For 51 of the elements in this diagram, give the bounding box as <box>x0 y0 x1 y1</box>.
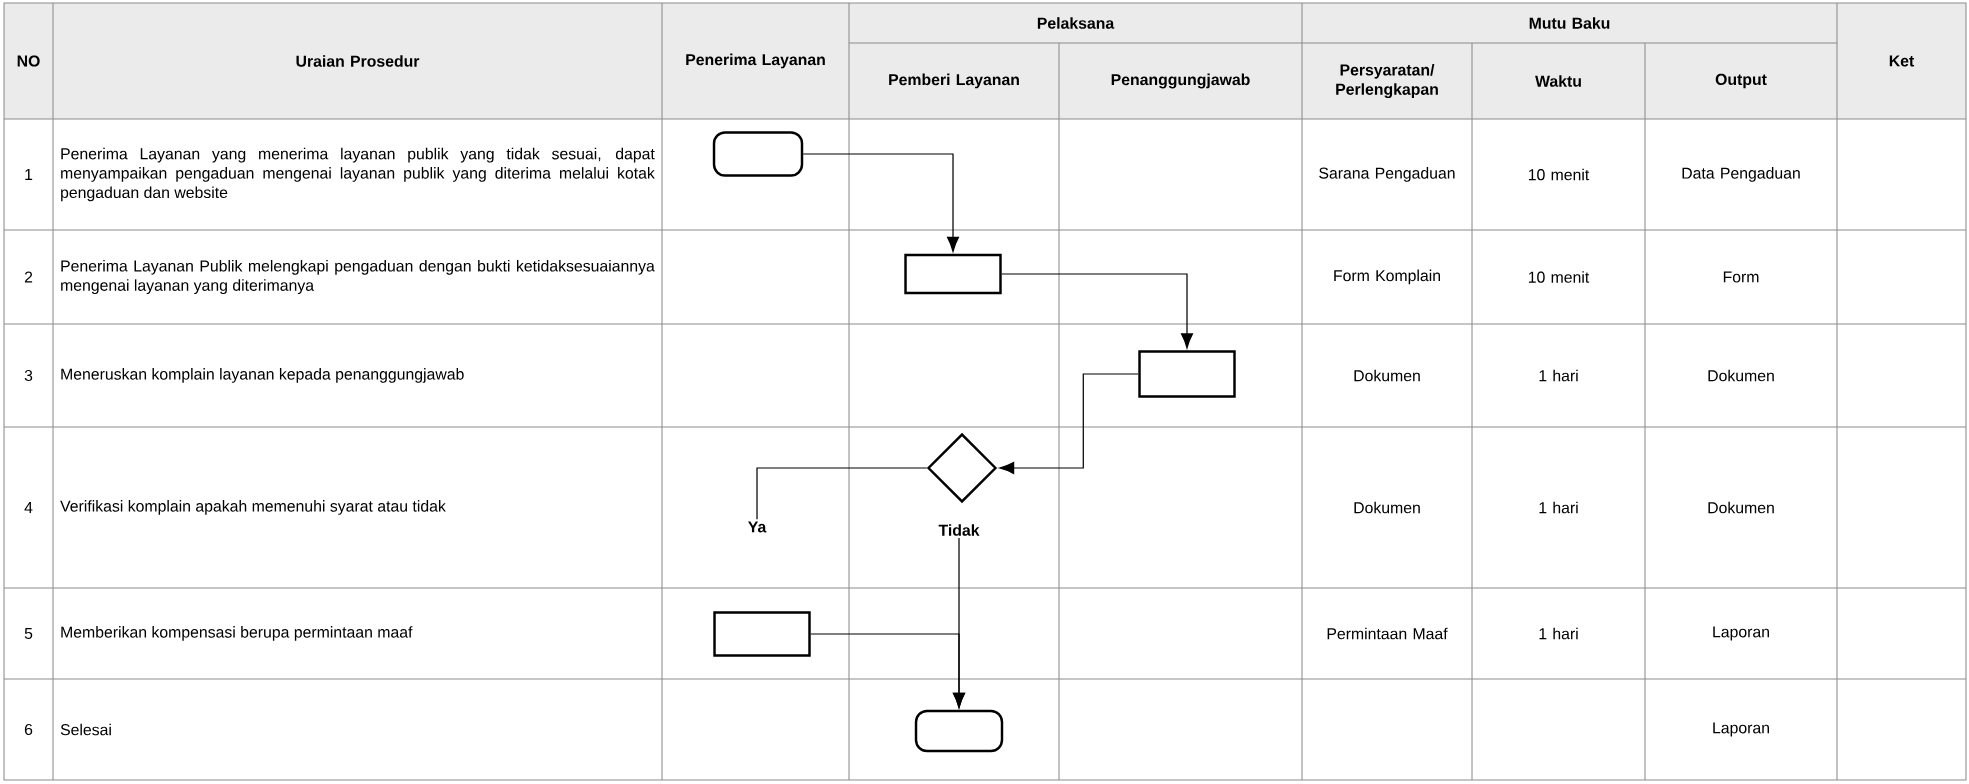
cell-text: 4 <box>24 502 33 513</box>
cell-text: Permintaan Maaf <box>1327 627 1448 640</box>
arrow <box>1001 273 1194 349</box>
procedure-text: Memberikan kompensasi berupa permintaan maaf <box>61 626 413 641</box>
cell-text: Dokumen <box>1708 501 1774 514</box>
cell-text: 10 menit <box>1528 168 1590 181</box>
column-header: Uraian Prosedur <box>296 55 420 67</box>
terminator-box <box>914 709 1004 753</box>
column-header: Persyaratan/ Perlengkapan <box>1336 63 1438 99</box>
column-header: Pemberi Layanan <box>889 73 1019 89</box>
column-header: Waktu <box>1535 75 1581 87</box>
column-header: Output <box>1715 73 1767 89</box>
cell-text: 1 <box>25 169 33 180</box>
procedure-text: Selesai <box>60 723 111 736</box>
column-header: Penerima Layanan <box>686 53 825 69</box>
cell-text: 1 hari <box>1539 369 1578 382</box>
branch-label: Tidak <box>938 524 980 536</box>
cell-text: Laporan <box>1713 722 1769 737</box>
cell-text: 6 <box>24 723 33 736</box>
column-header: Penanggungjawab <box>1111 73 1250 89</box>
cell-text: Form <box>1723 271 1759 283</box>
process-box <box>1138 350 1236 398</box>
cell-text: 1 hari <box>1539 501 1578 514</box>
arrow <box>810 633 966 708</box>
column-header: Pelaksana <box>1037 17 1115 29</box>
process-box <box>904 253 1002 295</box>
cell-text: Laporan <box>1713 626 1769 641</box>
column-header: Ket <box>1889 55 1915 67</box>
cell-text: Dokumen <box>1708 369 1774 382</box>
cell-text: 2 <box>24 271 33 283</box>
process-box <box>713 611 811 657</box>
cell-text: 10 menit <box>1528 271 1590 283</box>
cell-text: Dokumen <box>1354 501 1420 514</box>
column-header: Mutu Baku <box>1529 17 1610 29</box>
cell-text: Form Komplain <box>1334 269 1440 285</box>
cell-text: Sarana Pengaduan <box>1319 167 1455 182</box>
cell-text: 1 hari <box>1539 627 1578 640</box>
arrow <box>999 373 1139 475</box>
procedure-text: Meneruskan komplain layanan kepada penanggungjawab <box>61 368 464 383</box>
cell-text: Dokumen <box>1354 369 1420 382</box>
terminator-box <box>712 131 804 177</box>
column-header: NO <box>17 55 40 67</box>
branch-label: Ya <box>748 521 767 533</box>
arrow <box>802 153 960 252</box>
procedure-text: Verifikasi komplain apakah memenuhi syarat atau tidak <box>60 500 446 515</box>
connector-line <box>756 467 928 520</box>
cell-text: 3 <box>24 369 33 382</box>
procedure-text: Penerima Layanan yang menerima layanan publik yang tidak sesuai, dapat menyampaikan pengaduan mengenai layanan publik yang diterima melalui kotak pengaduan dan website <box>61 147 655 202</box>
cell-text: 5 <box>24 627 33 639</box>
cell-text: Data Pengaduan <box>1682 167 1800 182</box>
procedure-text: Penerima Layanan Publik melengkapi pengaduan dengan bukti ketidaksesuaiannya mengenai layanan yang diterimanya <box>61 259 655 295</box>
